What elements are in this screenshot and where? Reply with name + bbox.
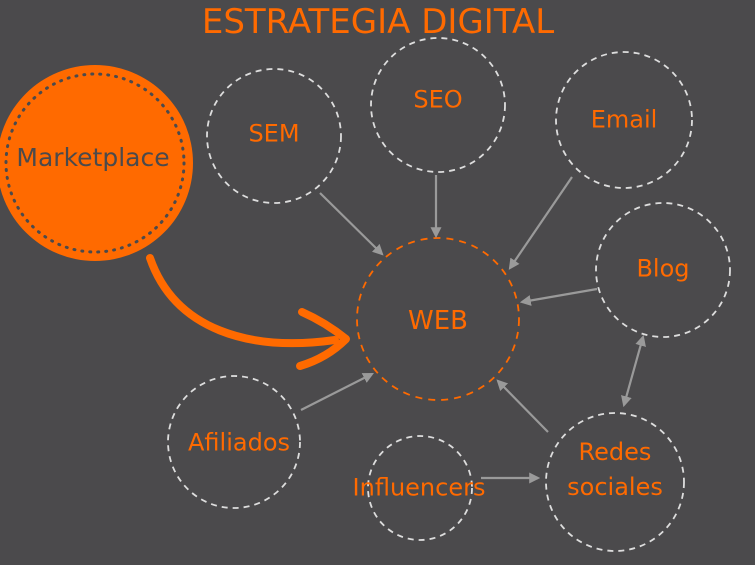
web-label: WEB	[408, 306, 468, 337]
marketplace-label: Marketplace	[16, 142, 170, 172]
blog-to-web-arrow	[519, 287, 598, 306]
afiliados-label: Afiliados	[188, 428, 290, 457]
email-label: Email	[590, 105, 658, 134]
blog-redes-double-arrow	[621, 334, 646, 408]
afiliados-circle	[167, 375, 301, 509]
blog-label: Blog	[636, 254, 690, 283]
seo-circle	[370, 37, 506, 173]
redes-sociales-label: Redes sociales	[567, 435, 663, 505]
seo-label: SEO	[413, 85, 463, 114]
sem-to-web-arrow	[319, 192, 384, 256]
redes-line-1: Redes	[578, 438, 652, 467]
influencers-label: Influencers	[352, 473, 486, 502]
influencers-circle	[367, 435, 473, 541]
blog-circle	[595, 202, 731, 338]
redes-to-web-arrow	[496, 379, 549, 433]
sem-circle	[206, 68, 342, 204]
marketplace-dotted-ring	[4, 72, 186, 254]
afiliados-to-web-arrow	[300, 373, 374, 411]
marketplace-to-web-arrow	[146, 254, 339, 348]
sem-label: SEM	[248, 119, 300, 148]
email-to-web-arrow	[508, 176, 573, 270]
marketplace-circle	[0, 65, 193, 261]
email-circle	[555, 51, 693, 189]
redes-line-2: sociales	[567, 473, 663, 501]
redes-circle	[545, 412, 685, 552]
page-title: ESTRATEGIA DIGITAL	[201, 2, 555, 42]
marketplace-arrowhead	[296, 308, 350, 370]
